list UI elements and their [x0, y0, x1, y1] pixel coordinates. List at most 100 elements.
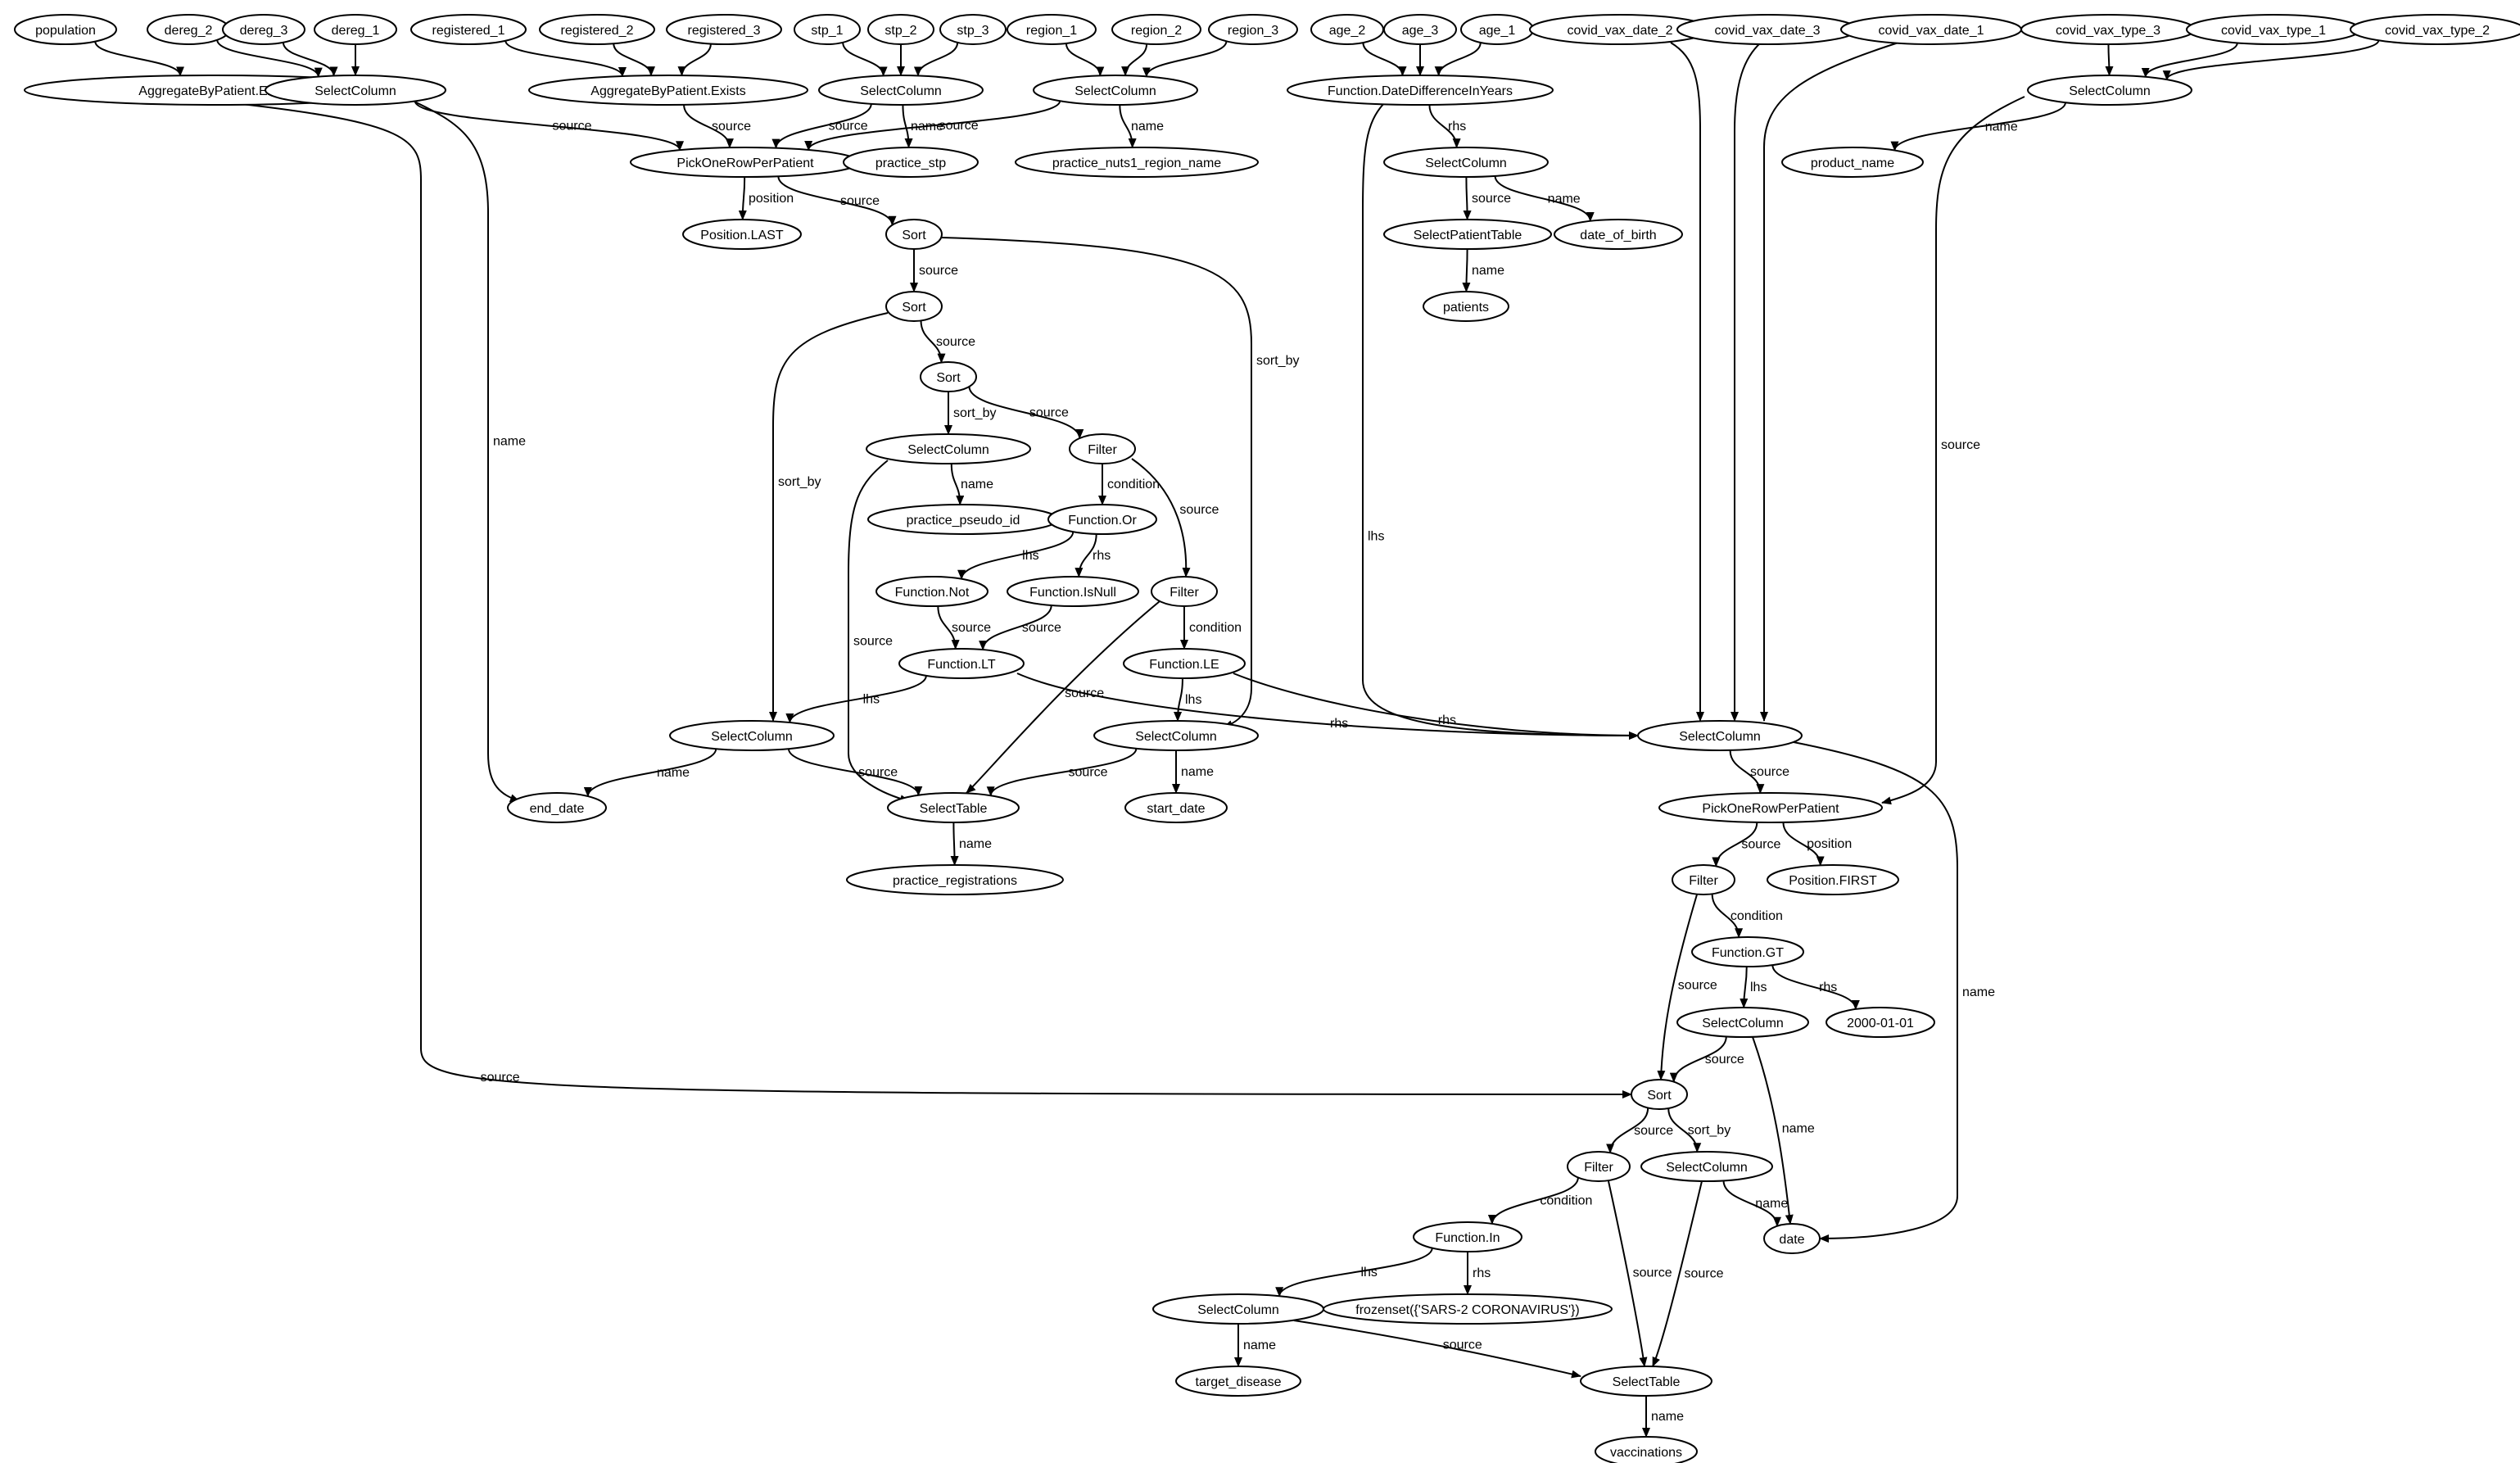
edge-line [769, 312, 889, 722]
edge-age_2-to-fn_datediff [1362, 42, 1407, 77]
node-shape [875, 576, 989, 607]
edge-population-to-agg_exists_pop [94, 41, 184, 77]
node-fn-or: Function.Or [1047, 504, 1157, 535]
edge-line [1428, 104, 1461, 149]
node-covid-vax-date-2: covid_vax_date_2 [1529, 14, 1711, 45]
edge-fn_or-to-fn_not: lhs [957, 531, 1075, 580]
edge-sc_vaxtype-to-pick_first: source [1881, 96, 2025, 805]
edge-sc_dereg-to-pick_last: source [414, 101, 684, 152]
node-sc-pseudo: SelectColumn [866, 433, 1031, 464]
node-sc-date: SelectColumn [1676, 1007, 1809, 1038]
node-covid-vax-type-2: covid_vax_type_2 [2350, 14, 2520, 45]
edge-sc_date-to-date: name [1752, 1036, 1815, 1225]
edge-label: source [1741, 838, 1780, 852]
edge-label: source [481, 1071, 520, 1085]
edge-fn_datediff-to-sc_vaxdate: lhs [1362, 102, 1639, 740]
node-agg-exists-reg: AggregateByPatient.Exists [528, 75, 808, 106]
edge-sort2-to-sort3: source [920, 320, 975, 364]
edge-label: sort_by [1688, 1124, 1731, 1138]
edge-line [282, 42, 338, 77]
edge-label: source [1634, 1124, 1673, 1138]
node-label: Function.LE [1149, 658, 1219, 672]
edge-line [787, 748, 923, 796]
node-label: practice_stp [875, 156, 946, 170]
edge-select_table_vax-to-vaccinations: name [1642, 1395, 1684, 1438]
edge-sc_start-to-select_table_pr: source [986, 748, 1138, 797]
node-shape [885, 291, 943, 322]
edge-label: sort_by [953, 406, 996, 420]
node-pos-last: Position.LAST [682, 219, 802, 250]
node-filter3: Filter [1672, 864, 1735, 895]
edge-line [1793, 741, 1958, 1243]
node-label: stp_2 [884, 24, 916, 38]
edge-stp_3-to-sc_stp [913, 42, 959, 77]
edge-covid_vax_type_2-to-sc_vaxtype [2162, 39, 2380, 81]
edge-sort1-to-sc_start: sort_by [941, 237, 1299, 728]
edge-line [1752, 1036, 1794, 1225]
edge-sc_pseudo-to-practice_pseudo_id: name [950, 463, 993, 506]
node-shape [1007, 14, 1097, 45]
edge-line [1782, 822, 1825, 867]
edge-filter2-to-fn_le: condition [1180, 606, 1242, 650]
edge-line [1462, 248, 1471, 293]
edge-line [902, 104, 913, 149]
edge-agg_exists_reg-to-pick_last: source [683, 104, 751, 149]
edge-line [913, 42, 959, 77]
node-region-1: region_1 [1007, 14, 1097, 45]
node-shape [1208, 14, 1298, 45]
edge-label: source [1069, 765, 1108, 779]
node-label: Sort [1647, 1089, 1672, 1103]
node-fn-lt: Function.LT [898, 648, 1025, 679]
node-label: SelectColumn [1666, 1161, 1748, 1175]
node-label: date_of_birth [1580, 229, 1656, 242]
edge-line [1362, 102, 1639, 740]
node-fn-le: Function.LE [1123, 648, 1246, 679]
node-covid-vax-date-3: covid_vax_date_3 [1676, 14, 1858, 45]
node-label: AggregateByPatient.Exists [138, 84, 293, 98]
node-population: population [14, 14, 117, 45]
edge-line [233, 102, 1632, 1098]
node-sort1: Sort [885, 219, 943, 250]
edge-line [950, 822, 959, 866]
edge-label: rhs [1093, 549, 1111, 563]
node-shape [1631, 1079, 1688, 1110]
edge-filter1-to-fn_or: condition [1098, 464, 1160, 505]
node-shape [528, 75, 808, 106]
edge-sc_target-to-target_disease: name [1234, 1323, 1276, 1367]
edge-line [986, 748, 1138, 797]
edge-line [504, 40, 627, 78]
node-shape [2027, 75, 2192, 106]
edge-label: condition [1540, 1194, 1592, 1208]
node-label: SelectColumn [1702, 1017, 1784, 1030]
node-label: SelectColumn [314, 84, 396, 98]
edge-sc_end-to-end_date: name [583, 748, 717, 798]
node-sc-stp: SelectColumn [818, 75, 984, 106]
edge-line [941, 237, 1252, 728]
edge-label: source [1684, 1267, 1723, 1281]
edge-fn_lt-to-sc_vaxdate: rhs [1016, 673, 1639, 740]
node-shape [1007, 576, 1139, 607]
edge-line [1608, 1180, 1648, 1367]
node-label: patients [1443, 301, 1489, 315]
edge-sc_pseudo-to-select_table_pr: source [848, 460, 910, 803]
node-patients: patients [1423, 291, 1509, 322]
edge-sc_end-to-select_table_pr: source [787, 748, 923, 796]
edge-sc_target-to-select_table_vax: source [1293, 1320, 1581, 1379]
edge-line [1075, 533, 1097, 578]
node-fn-not: Function.Not [875, 576, 989, 607]
node-label: Sort [902, 229, 926, 242]
edge-line [2141, 43, 2238, 78]
edge-label: lhs [863, 692, 880, 706]
edge-label: name [959, 837, 992, 851]
edge-fn_not-to-fn_lt: source [937, 605, 991, 650]
node-fn-isnull: Function.IsNull [1007, 576, 1139, 607]
node-label: practice_nuts1_region_name [1052, 156, 1221, 170]
node-shape [507, 792, 607, 823]
edge-line [1711, 894, 1744, 939]
node-end-date: end_date [507, 792, 607, 823]
edge-line [1652, 1180, 1703, 1367]
edge-label: name [1243, 1338, 1276, 1352]
edge-select_patient_table-to-patients: name [1462, 248, 1504, 293]
